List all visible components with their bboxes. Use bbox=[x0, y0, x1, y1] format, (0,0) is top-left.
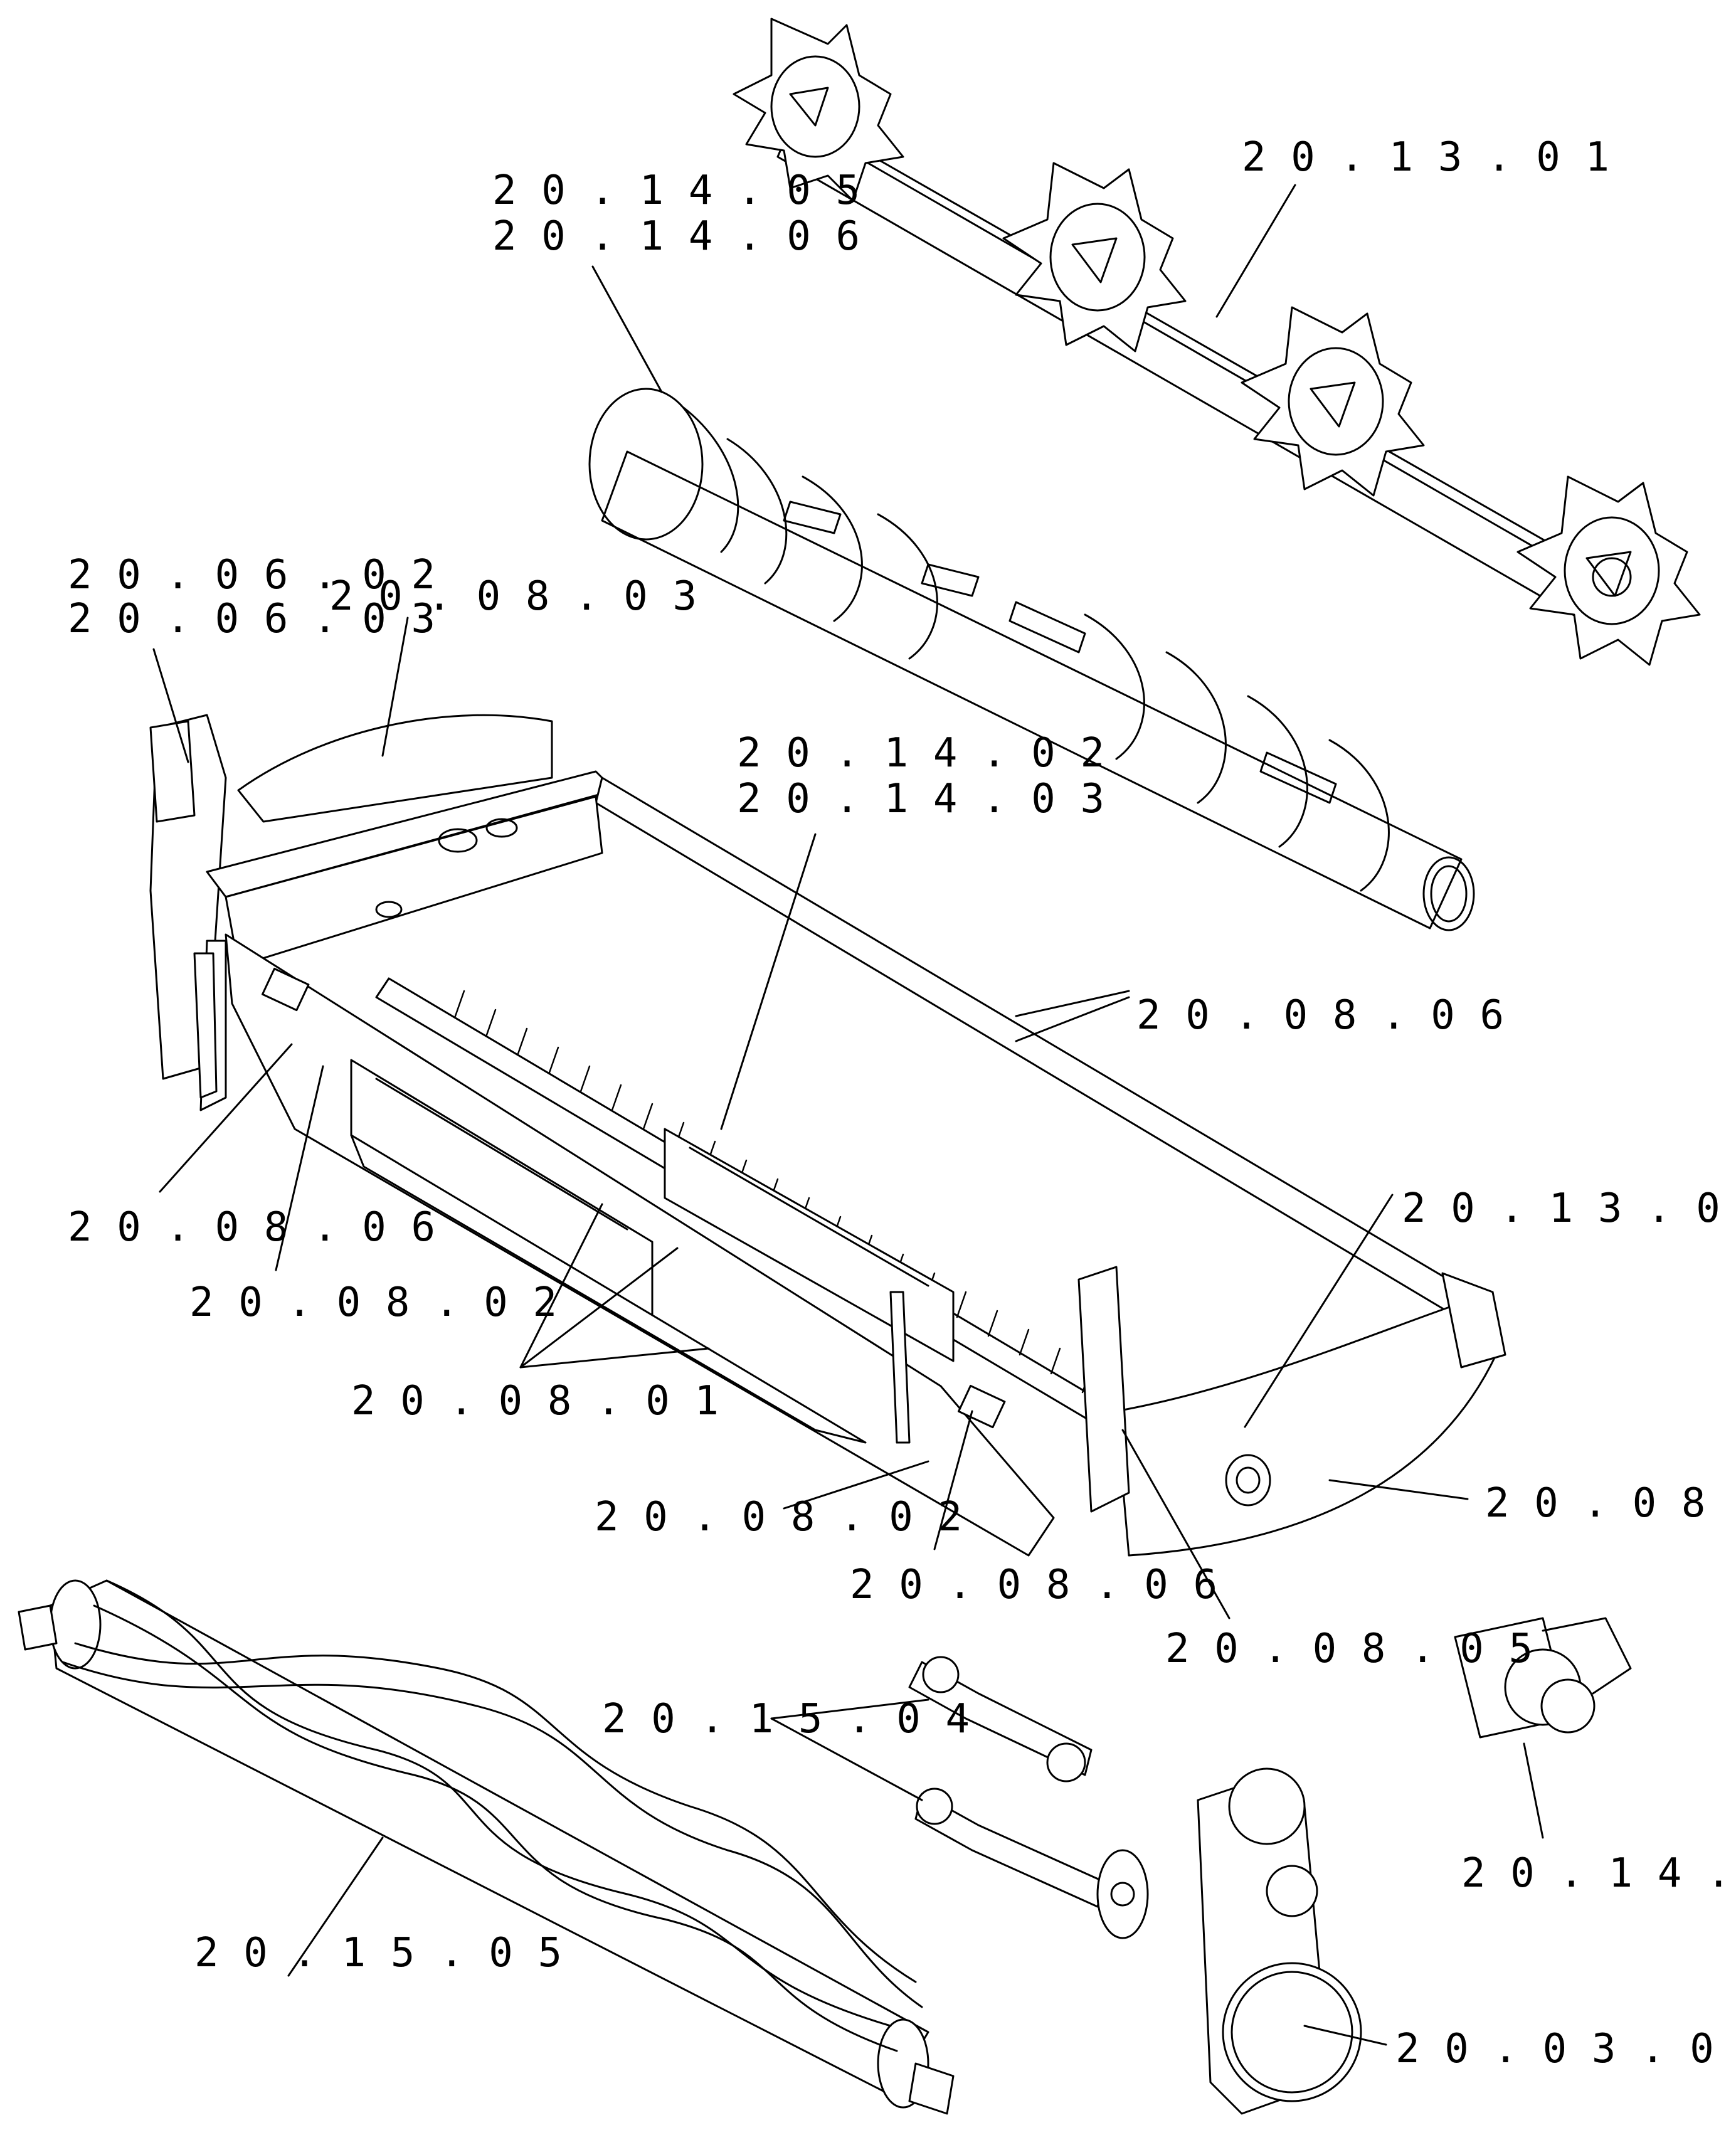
reel-spider-3 bbox=[1242, 307, 1424, 495]
gearbox bbox=[1198, 1769, 1361, 2114]
label-20-08-06: 20.08.06 bbox=[850, 1562, 1242, 1608]
reel-spider-4 bbox=[1518, 477, 1700, 665]
part-labels: 20.14.05 20.14.06 20.13.01 20.06.02 20.0… bbox=[68, 134, 1736, 2072]
label-20-08-01: 20.08.01 bbox=[351, 1378, 744, 1424]
label-20-13-04: 20.13.04 bbox=[1402, 1185, 1736, 1232]
auger-assembly bbox=[590, 389, 1474, 930]
label-20-14-06: 20.14.06 bbox=[492, 213, 885, 260]
label-20-14-05: 20.14.05 bbox=[492, 167, 885, 214]
label-20-03-01: 20.03.01 bbox=[1395, 2026, 1736, 2072]
label-20-08-06: 20.08.06 bbox=[1136, 992, 1529, 1039]
reel-spider-1 bbox=[734, 19, 903, 201]
label-20-14-02: 20.14.02 bbox=[737, 730, 1130, 776]
feed-roller bbox=[19, 1581, 953, 2114]
label-20-08-03: 20.08.03 bbox=[329, 573, 722, 620]
reel-spider-2 bbox=[1003, 163, 1185, 351]
label-20-06-03: 20.06.03 bbox=[68, 596, 460, 642]
label-20-14-03: 20.14.03 bbox=[737, 776, 1130, 822]
label-20-08-02: 20.08.02 bbox=[189, 1279, 582, 1326]
label-20-06-02: 20.06.02 bbox=[68, 552, 460, 598]
label-20-13-01: 20.13.01 bbox=[1242, 134, 1634, 181]
label-20-14: 20.14. bbox=[1461, 1850, 1736, 1897]
label-20-15-05: 20.15.05 bbox=[194, 1930, 587, 1976]
label-20-08-02: 20.08.02 bbox=[595, 1494, 987, 1540]
label-20-08-06: 20.08.06 bbox=[68, 1204, 460, 1251]
reel-shaft-assembly bbox=[734, 19, 1700, 665]
drive-hub bbox=[1455, 1618, 1631, 1737]
label-20-15-04: 20.15.04 bbox=[602, 1696, 995, 1742]
label-20-08-05: 20.08.05 bbox=[1165, 1626, 1558, 1672]
label-20-08: 20.08. bbox=[1485, 1480, 1736, 1527]
drive-shafts bbox=[909, 1657, 1148, 1938]
leader-lines bbox=[154, 185, 1543, 2045]
